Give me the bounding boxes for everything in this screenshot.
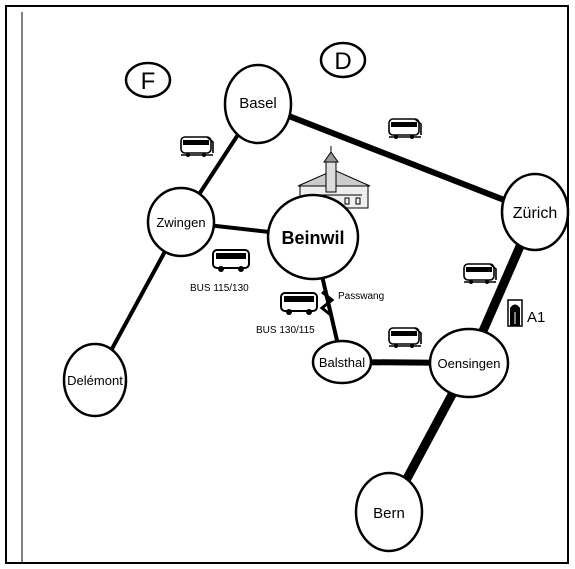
bus-label-balsthal: BUS 130/115 [256, 325, 315, 336]
place-delemont: Delémont [62, 342, 128, 418]
place-balsthal-label: Balsthal [319, 355, 365, 370]
place-zurich: Zürich [500, 172, 570, 252]
bus-label-zwingen: BUS 115/130 [190, 283, 249, 294]
train-icon [388, 327, 422, 349]
place-zwingen: Zwingen [146, 186, 216, 258]
train-icon [463, 263, 497, 285]
pass-label: Passwang [338, 291, 384, 302]
motorway-label: A1 [527, 309, 545, 326]
place-basel-label: Basel [239, 95, 277, 112]
country-label-france: F [124, 61, 172, 99]
pass-marker-icon [319, 290, 335, 318]
bus-icon [212, 249, 250, 273]
place-beinwil: Beinwil [266, 193, 360, 281]
motorway-tunnel-icon [507, 299, 523, 327]
place-delemont-label: Delémont [67, 373, 123, 388]
place-zwingen-label: Zwingen [156, 215, 205, 230]
country-label-germany: D [319, 41, 367, 79]
place-beinwil-label: Beinwil [281, 228, 344, 248]
bus-icon [280, 292, 318, 316]
train-icon [388, 118, 422, 140]
place-bern: Bern [354, 471, 424, 553]
place-basel: Basel [223, 63, 293, 145]
route-basel-zurich [256, 101, 537, 215]
train-icon [180, 136, 214, 158]
country-label-france-text: F [141, 68, 156, 95]
place-zurich-label: Zürich [513, 205, 557, 222]
country-label-germany-text: D [334, 48, 351, 75]
map-border [5, 5, 569, 564]
place-oensingen: Oensingen [428, 327, 510, 399]
place-bern-label: Bern [373, 505, 405, 522]
place-oensingen-label: Oensingen [438, 356, 501, 371]
place-balsthal: Balsthal [311, 339, 373, 385]
